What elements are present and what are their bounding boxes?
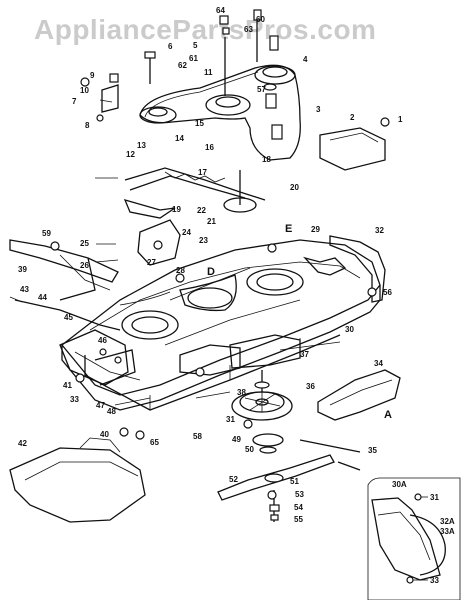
callout-59: 59 <box>42 229 51 238</box>
callout-22: 22 <box>197 206 206 215</box>
callout-3: 3 <box>316 105 321 114</box>
callout-40: 40 <box>100 430 109 439</box>
front-left-bracket <box>59 329 136 386</box>
callout-54: 54 <box>294 503 303 512</box>
inset-31: 31 <box>430 493 439 502</box>
callout-2: 2 <box>350 113 355 122</box>
callout-34: 34 <box>374 359 383 368</box>
callout-15: 15 <box>195 119 204 128</box>
callout-35: 35 <box>368 446 377 455</box>
callout-52: 52 <box>229 475 238 484</box>
callout-16: 16 <box>205 143 214 152</box>
callout-11: 11 <box>204 68 213 77</box>
callout-44: 44 <box>38 293 47 302</box>
callout-30: 30 <box>345 325 354 334</box>
front-gauge-brackets <box>179 334 301 376</box>
callout-8: 8 <box>85 121 90 130</box>
belt-guard <box>319 127 386 171</box>
callout-61: 61 <box>189 54 198 63</box>
callout-47: 47 <box>96 401 105 410</box>
inset-33a: 33A <box>440 527 455 536</box>
left-hanger <box>9 239 119 301</box>
lift-bracket <box>137 219 181 266</box>
idler-bracket <box>96 73 119 122</box>
callout-58: 58 <box>193 432 202 441</box>
callout-60: 60 <box>256 15 265 24</box>
callout-45: 45 <box>64 313 73 322</box>
callout-38: 38 <box>237 388 246 397</box>
callout-1: 1 <box>398 115 403 124</box>
inset-32a: 32A <box>440 517 455 526</box>
callout-37: 37 <box>300 350 309 359</box>
callout-29: 29 <box>311 225 320 234</box>
callout-65: 65 <box>150 438 159 447</box>
callout-7: 7 <box>72 97 77 106</box>
callout-63: 63 <box>244 25 253 34</box>
callout-14: 14 <box>175 134 184 143</box>
callout-49: 49 <box>232 435 241 444</box>
lift-rod <box>9 296 121 331</box>
callout-18: 18 <box>262 155 271 164</box>
callout-57: 57 <box>257 85 266 94</box>
letter-a: A <box>384 409 392 421</box>
callout-46: 46 <box>98 336 107 345</box>
callout-48: 48 <box>107 407 116 416</box>
callout-24: 24 <box>182 228 191 237</box>
stabilizer-rod <box>299 439 361 471</box>
lower-spindle-pulley <box>231 370 293 454</box>
right-hanger <box>329 235 386 303</box>
callout-56: 56 <box>383 288 392 297</box>
callout-4: 4 <box>303 55 308 64</box>
watermark: AppliancePartsPros.com <box>34 14 377 45</box>
callout-25: 25 <box>80 239 89 248</box>
callout-5: 5 <box>193 41 198 50</box>
callout-19: 19 <box>172 205 181 214</box>
callout-13: 13 <box>137 141 146 150</box>
idler-arm <box>123 167 266 219</box>
callout-17: 17 <box>198 168 207 177</box>
callout-28: 28 <box>176 266 185 275</box>
discharge-cover <box>9 437 146 523</box>
letter-e: E <box>285 223 292 235</box>
callout-50: 50 <box>245 445 254 454</box>
deck-baffles <box>119 274 237 312</box>
inset-30a: 30A <box>392 480 407 489</box>
callout-31: 31 <box>226 415 235 424</box>
callout-51: 51 <box>290 477 299 486</box>
discharge-deflector <box>317 369 401 421</box>
callout-41: 41 <box>63 381 72 390</box>
top-hardware <box>144 9 283 140</box>
callout-10: 10 <box>80 86 89 95</box>
callout-27: 27 <box>147 258 156 267</box>
callout-43: 43 <box>20 285 29 294</box>
callout-labels: 1 2 3 4 5 6 7 8 9 10 11 12 13 14 15 16 1… <box>18 6 455 585</box>
callout-23: 23 <box>199 236 208 245</box>
callout-53: 53 <box>295 490 304 499</box>
callout-62: 62 <box>178 61 187 70</box>
mower-blade <box>217 454 335 522</box>
callout-33: 33 <box>70 395 79 404</box>
callout-9: 9 <box>90 71 95 80</box>
callout-6: 6 <box>168 42 173 51</box>
callout-39: 39 <box>18 265 27 274</box>
inset-33: 33 <box>430 576 439 585</box>
letter-d: D <box>207 266 215 278</box>
callout-12: 12 <box>126 150 135 159</box>
callout-55: 55 <box>294 515 303 524</box>
callout-32: 32 <box>375 226 384 235</box>
callout-42: 42 <box>18 439 27 448</box>
mower-deck-shell <box>61 239 381 411</box>
callout-64: 64 <box>216 6 225 15</box>
callout-21: 21 <box>207 217 216 226</box>
callout-20: 20 <box>290 183 299 192</box>
upper-pulleys <box>139 64 301 161</box>
detail-inset <box>367 477 461 600</box>
callout-36: 36 <box>306 382 315 391</box>
callout-26: 26 <box>80 261 89 270</box>
fasteners <box>50 77 390 500</box>
